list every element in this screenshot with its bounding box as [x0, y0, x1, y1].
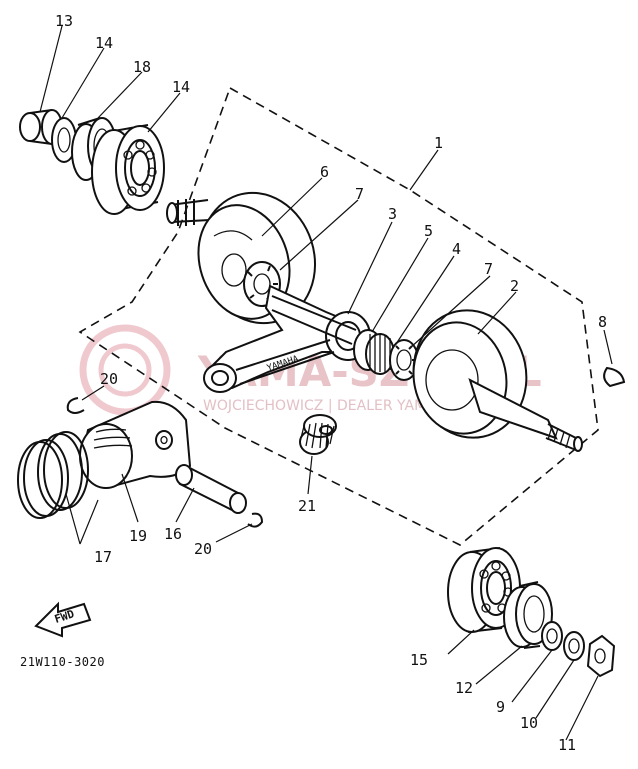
crank-web-6 — [166, 191, 317, 325]
washer-10 — [563, 631, 585, 661]
callout-20-bottom: 20 — [194, 540, 212, 558]
callout-labels: 13 14 18 14 1 6 7 3 5 4 7 2 8 20 19 16 1… — [55, 12, 607, 754]
callout-1: 1 — [434, 134, 443, 152]
callout-14-right: 15 — [410, 651, 428, 669]
callout-19: 17 — [94, 548, 112, 566]
callout-17: 19 — [129, 527, 147, 545]
callout-21: 21 — [298, 497, 316, 515]
callout-7-left: 7 — [355, 185, 364, 203]
callout-11: 11 — [558, 736, 576, 754]
needle-bearing-21 — [299, 414, 337, 455]
watermark-subtitle: WOJCIECHOWICZ | DEALER YAMAHA — [203, 398, 456, 414]
callout-16: 18 — [133, 58, 151, 76]
callout-9: 9 — [496, 698, 505, 716]
bearing-14-left — [91, 124, 165, 215]
crank-web-2 — [412, 309, 583, 452]
needle-bearing-5 — [353, 329, 395, 375]
callout-3: 3 — [388, 205, 397, 223]
circlip-20-bottom — [247, 512, 264, 528]
piston-17 — [79, 400, 192, 490]
fwd-label: FWD — [53, 607, 76, 626]
nut-11 — [586, 634, 616, 678]
right-bearing-group — [447, 547, 616, 678]
woodruff-key-8 — [603, 366, 626, 388]
callout-5: 5 — [424, 222, 433, 240]
circlip-20-top — [66, 397, 85, 414]
callout-14-left: 14 — [172, 78, 190, 96]
callout-4: 4 — [452, 240, 461, 258]
leader-lines — [39, 25, 613, 741]
callout-7-right: 7 — [484, 260, 493, 278]
connecting-rod-3: YAMAHA — [203, 284, 371, 393]
callout-15: 12 — [455, 679, 473, 697]
crank-pin — [271, 295, 357, 345]
callout-20-top: 20 — [100, 370, 118, 388]
callout-6: 6 — [320, 163, 329, 181]
callout-10: 10 — [520, 714, 538, 732]
left-bearing-group — [19, 109, 165, 215]
callout-18: 16 — [164, 525, 182, 543]
callout-8: 8 — [598, 313, 607, 331]
diagram-code: 21W110-3020 — [20, 655, 105, 669]
fwd-arrow-icon: FWD — [34, 601, 92, 638]
callout-13: 14 — [95, 34, 113, 52]
callout-2: 2 — [510, 277, 519, 295]
piston-pin-18 — [175, 464, 247, 514]
piston-rings-19 — [17, 431, 89, 519]
callout-12: 13 — [55, 12, 73, 30]
collar-9 — [541, 621, 563, 651]
